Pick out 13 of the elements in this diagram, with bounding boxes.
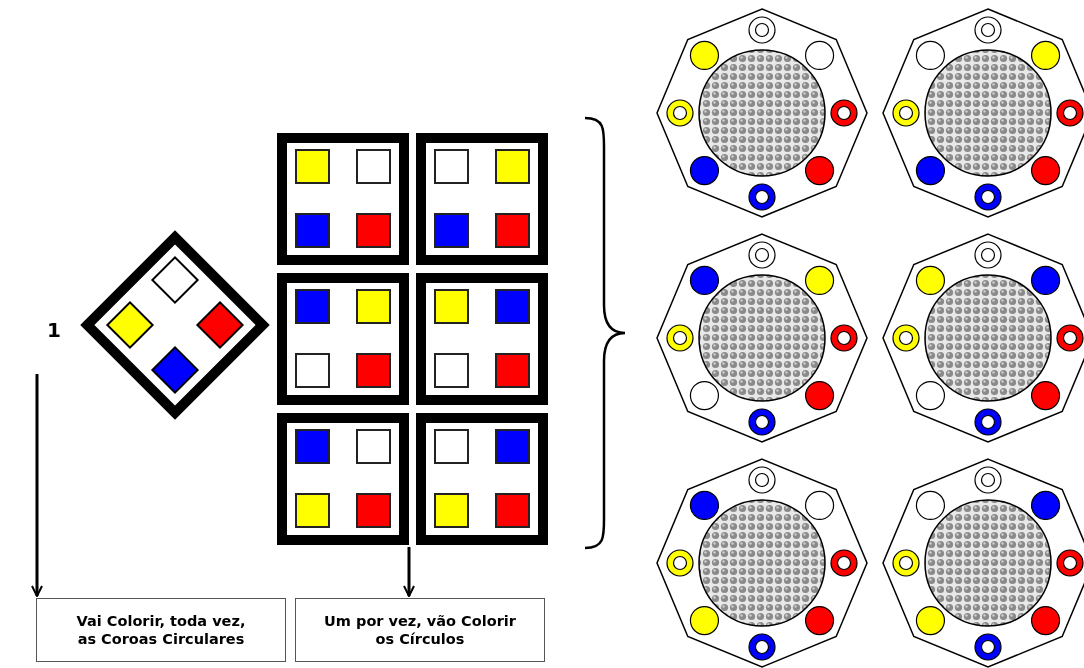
- tile-drawing: [277, 133, 409, 265]
- box-text: Vai Colorir, toda vez, as Coroas Circulares: [75, 611, 247, 649]
- text-box: [36, 598, 286, 662]
- tile-drawing: [277, 413, 409, 545]
- arrow: [403, 547, 415, 597]
- tile-drawing: [277, 273, 409, 405]
- text-box: [295, 598, 545, 662]
- tile-drawing: [416, 413, 548, 545]
- tile-drawing: [416, 133, 548, 265]
- arrow: [31, 374, 43, 597]
- tile-drawing: [416, 273, 548, 405]
- box-text: Um por vez, vão Colorir os Círculos: [324, 611, 516, 649]
- step-number: 1: [47, 317, 61, 343]
